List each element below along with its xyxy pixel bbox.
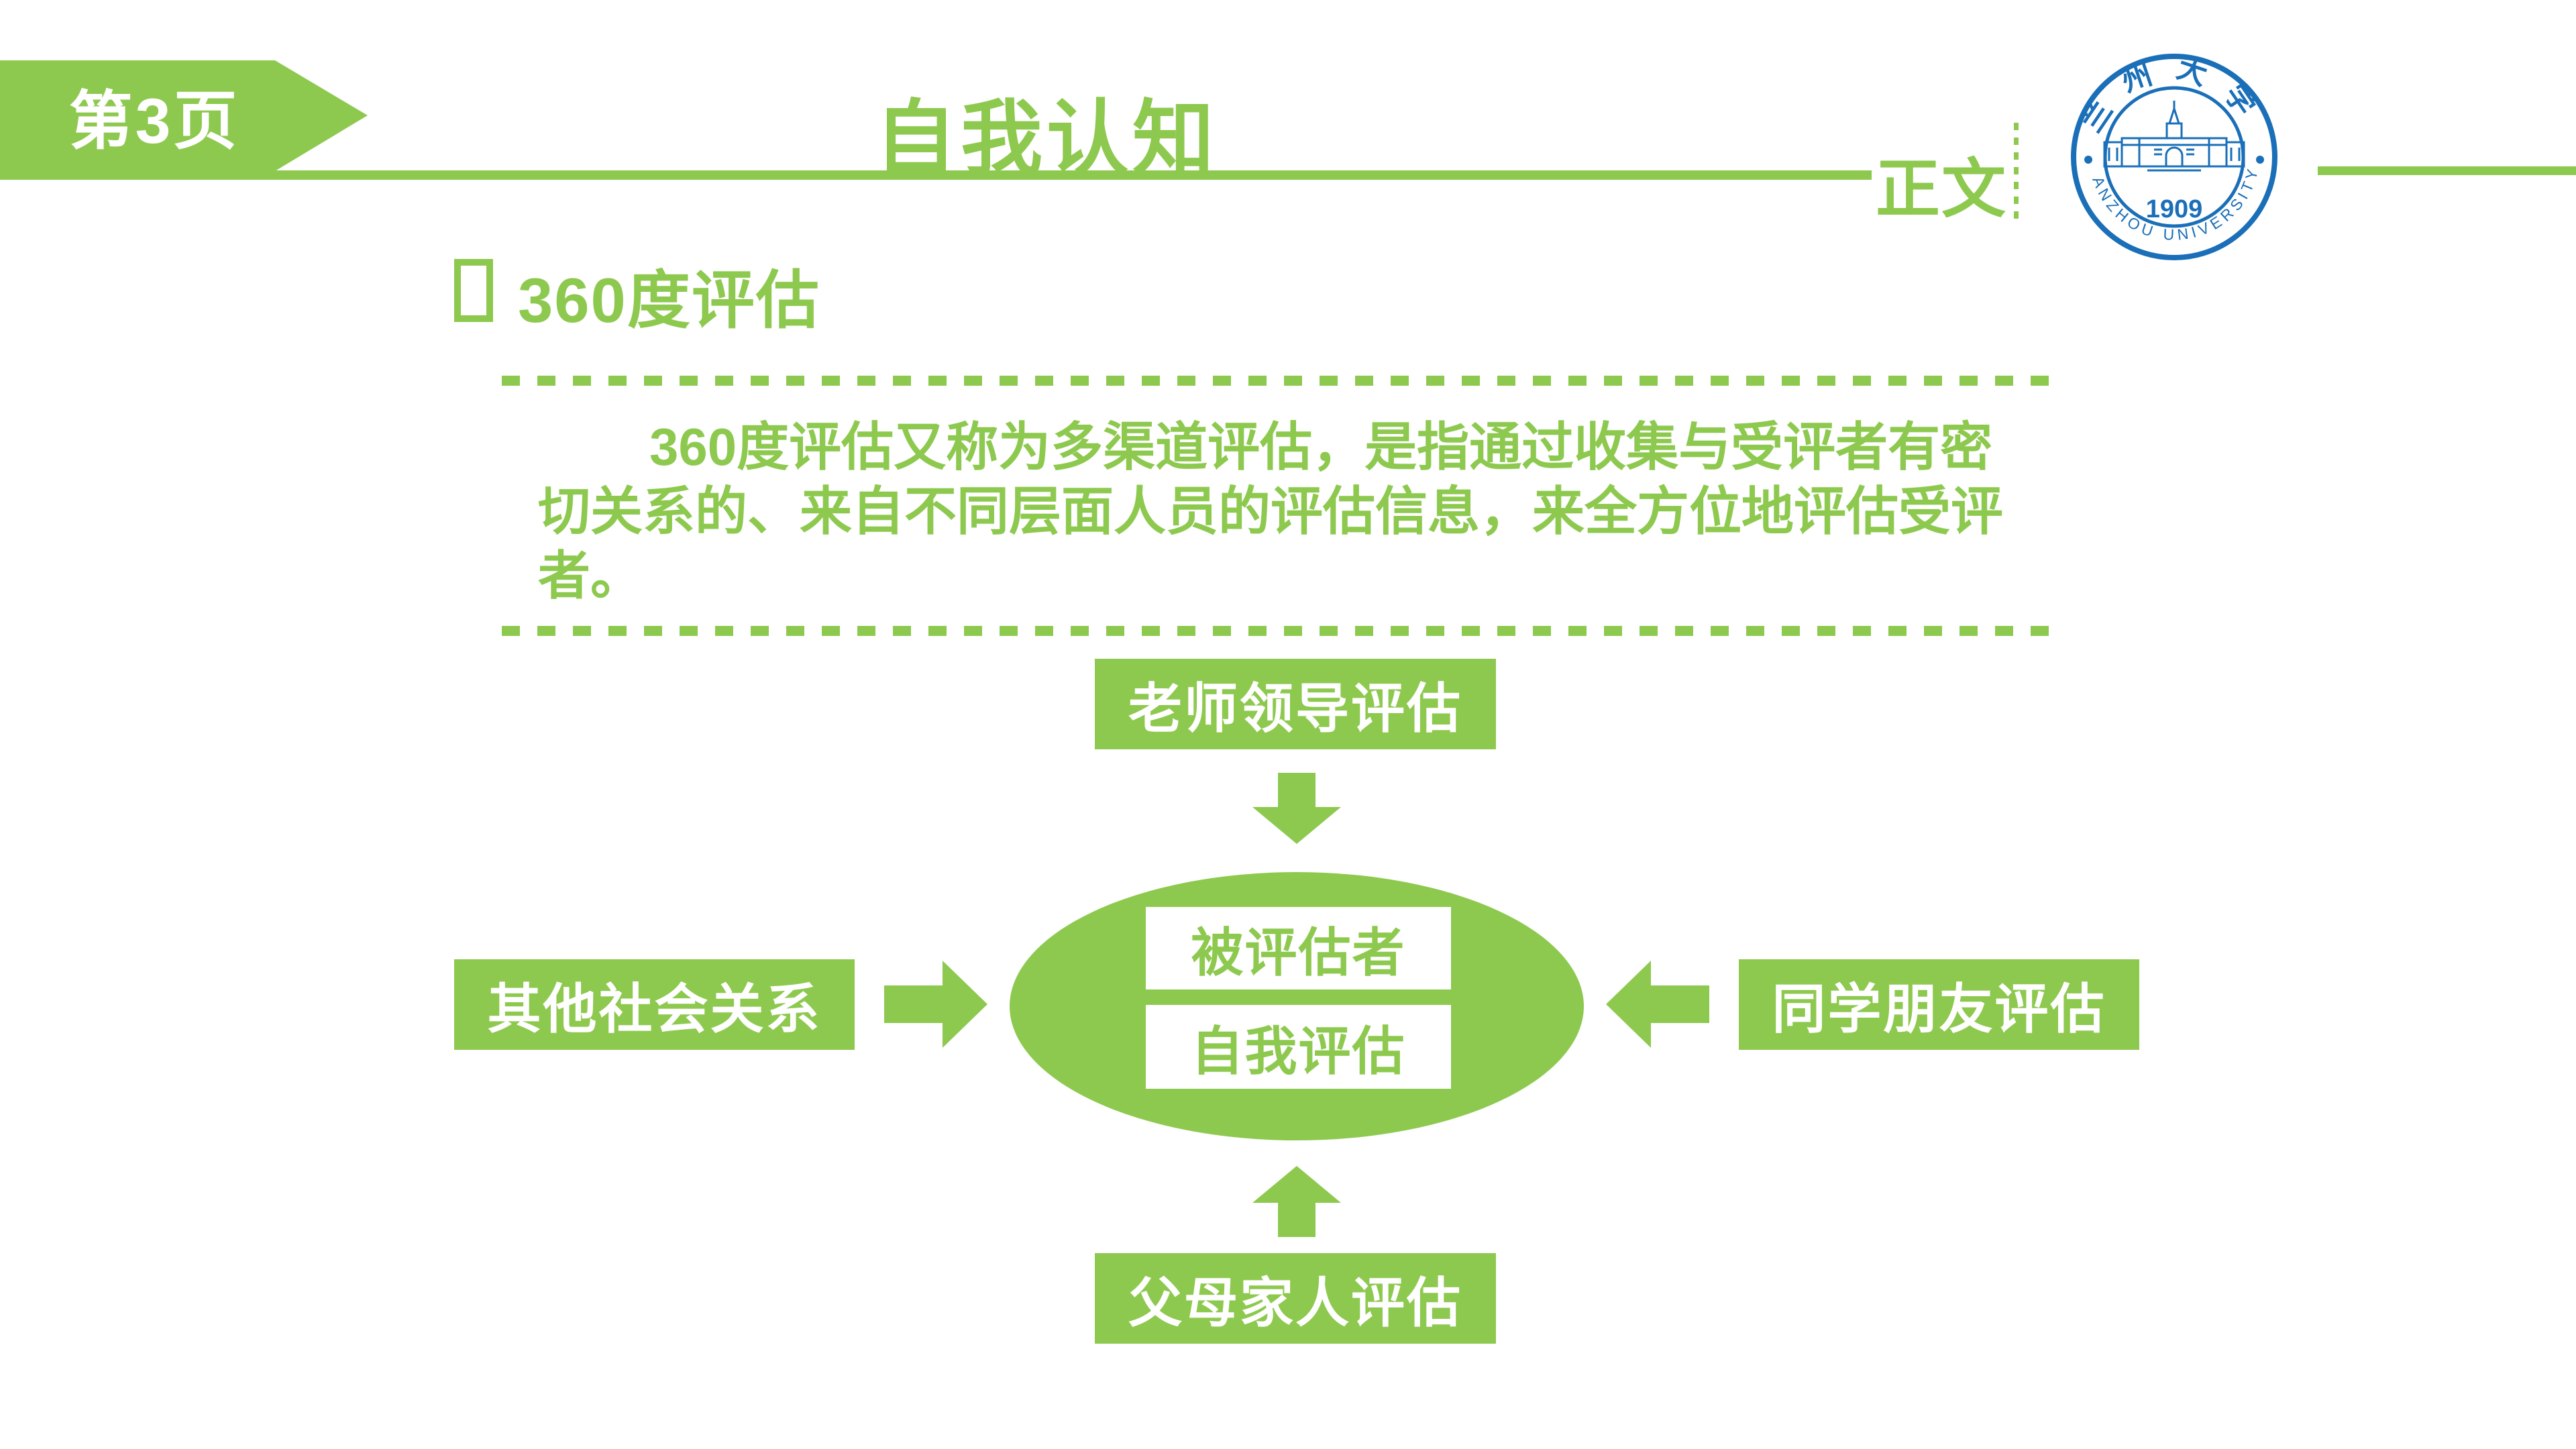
page-title: 自我认知 <box>875 93 1218 184</box>
page-number-label: 第3页 <box>68 86 240 157</box>
university-logo: 兰州大学 LANZHOU UNIVERSITY <box>2070 51 2279 262</box>
dashed-rule-bottom <box>502 626 2049 636</box>
up-arrow-icon <box>1252 1166 1341 1237</box>
sub-heading: 360度评估 <box>518 265 820 335</box>
university-seal-icon: 兰州大学 LANZHOU UNIVERSITY <box>2071 51 2277 260</box>
diagram-box-other-social: 其他社会关系 <box>454 959 855 1050</box>
vertical-dashed-divider <box>2014 123 2019 223</box>
diagram-box-teacher-leader: 老师领导评估 <box>1095 659 1496 749</box>
section-label: 正文 <box>1876 154 2007 225</box>
paragraph-line: 者。 <box>538 546 643 605</box>
diagram-center-box-evaluatee: 被评估者 <box>1146 907 1451 989</box>
right-arrow-icon <box>884 961 987 1048</box>
missing-glyph-icon <box>454 259 493 322</box>
logo-year: 1909 <box>2146 195 2203 223</box>
diagram-center-box-self-evaluation: 自我评估 <box>1146 1005 1451 1089</box>
paragraph-line: 切关系的、来自不同层面人员的评估信息，来全方位地评估受评 <box>538 482 2004 541</box>
paragraph-line: 360度评估又称为多渠道评估，是指通过收集与受评者有密 <box>649 417 1993 476</box>
diagram-box-parents-family: 父母家人评估 <box>1095 1253 1496 1344</box>
left-arrow-icon <box>1606 961 1709 1048</box>
down-arrow-icon <box>1252 773 1341 844</box>
body-paragraph: 360度评估又称为多渠道评估，是指通过收集与受评者有密 切关系的、来自不同层面人… <box>538 415 2074 608</box>
logo-building-icon <box>2103 101 2245 172</box>
dashed-rule-top <box>502 376 2049 386</box>
page-number-banner: 第3页 <box>0 60 368 171</box>
header-divider-line-right <box>2318 166 2576 175</box>
diagram-box-classmates-friends: 同学朋友评估 <box>1739 959 2139 1050</box>
header-divider-line <box>0 170 1872 180</box>
banner-arrow-shape <box>0 60 368 171</box>
